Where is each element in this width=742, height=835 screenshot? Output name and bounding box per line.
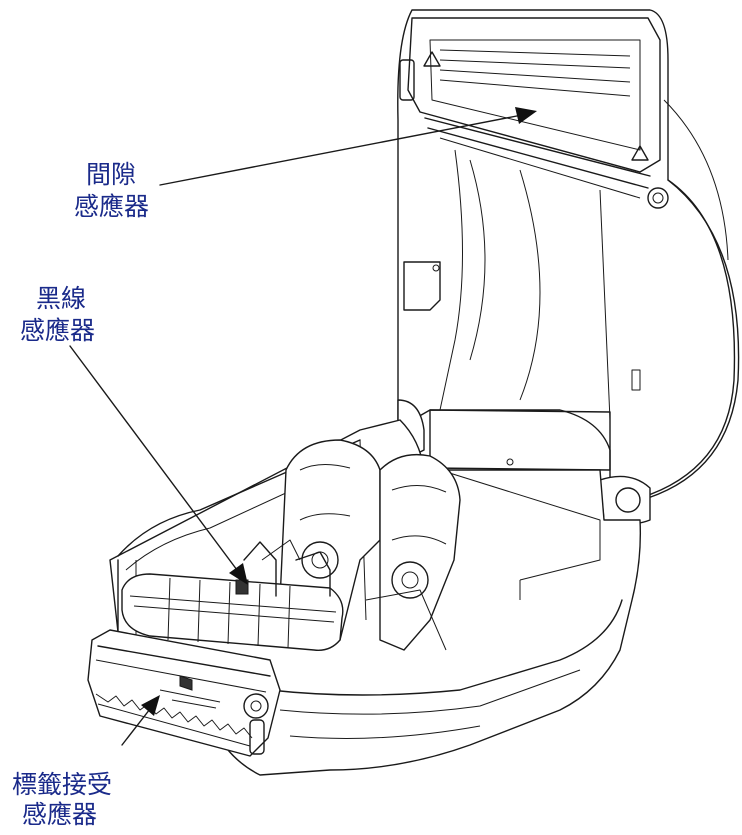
label-taken-sensor-label-line1: 標籤接受 <box>12 770 113 799</box>
callout-arrows <box>69 107 537 746</box>
platen-roller <box>121 541 344 651</box>
label-taken-sensor-label-line2: 感應器 <box>22 800 98 829</box>
gap-sensor-arrow-head <box>515 107 537 124</box>
black-line-sensor-arrow-head <box>229 563 248 585</box>
label-taken-sensor-arrow-line <box>121 708 151 746</box>
black-line-sensor-label-line2: 感應器 <box>20 316 96 345</box>
black-line-sensor-arrow-line <box>69 345 241 575</box>
gap-sensor-label-line2: 感應器 <box>74 192 150 221</box>
gap-sensor-label-line1: 間隙 <box>86 160 137 189</box>
dispenser-assembly <box>87 629 281 757</box>
printer-lid <box>397 9 740 525</box>
black-line-sensor-label-line1: 黑線 <box>36 284 87 313</box>
gap-sensor-arrow-line <box>159 114 523 186</box>
label-taken-sensor-arrow-head <box>141 695 160 716</box>
